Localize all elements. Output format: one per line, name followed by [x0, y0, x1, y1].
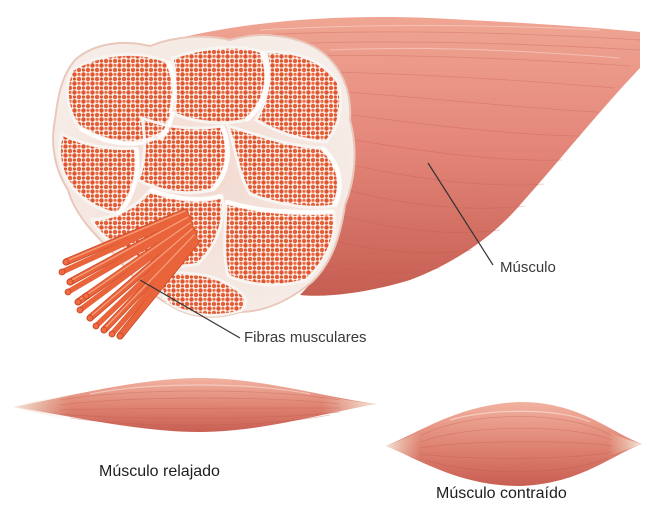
relaxed-muscle-caption: Músculo relajado: [99, 464, 220, 480]
relaxed-muscle-illustration: [14, 378, 376, 432]
muscle-label: Músculo: [500, 260, 556, 275]
contracted-muscle-caption: Músculo contraído: [436, 486, 567, 502]
contracted-muscle-illustration: [386, 402, 642, 486]
fibers-label: Fibras musculares: [244, 330, 367, 345]
